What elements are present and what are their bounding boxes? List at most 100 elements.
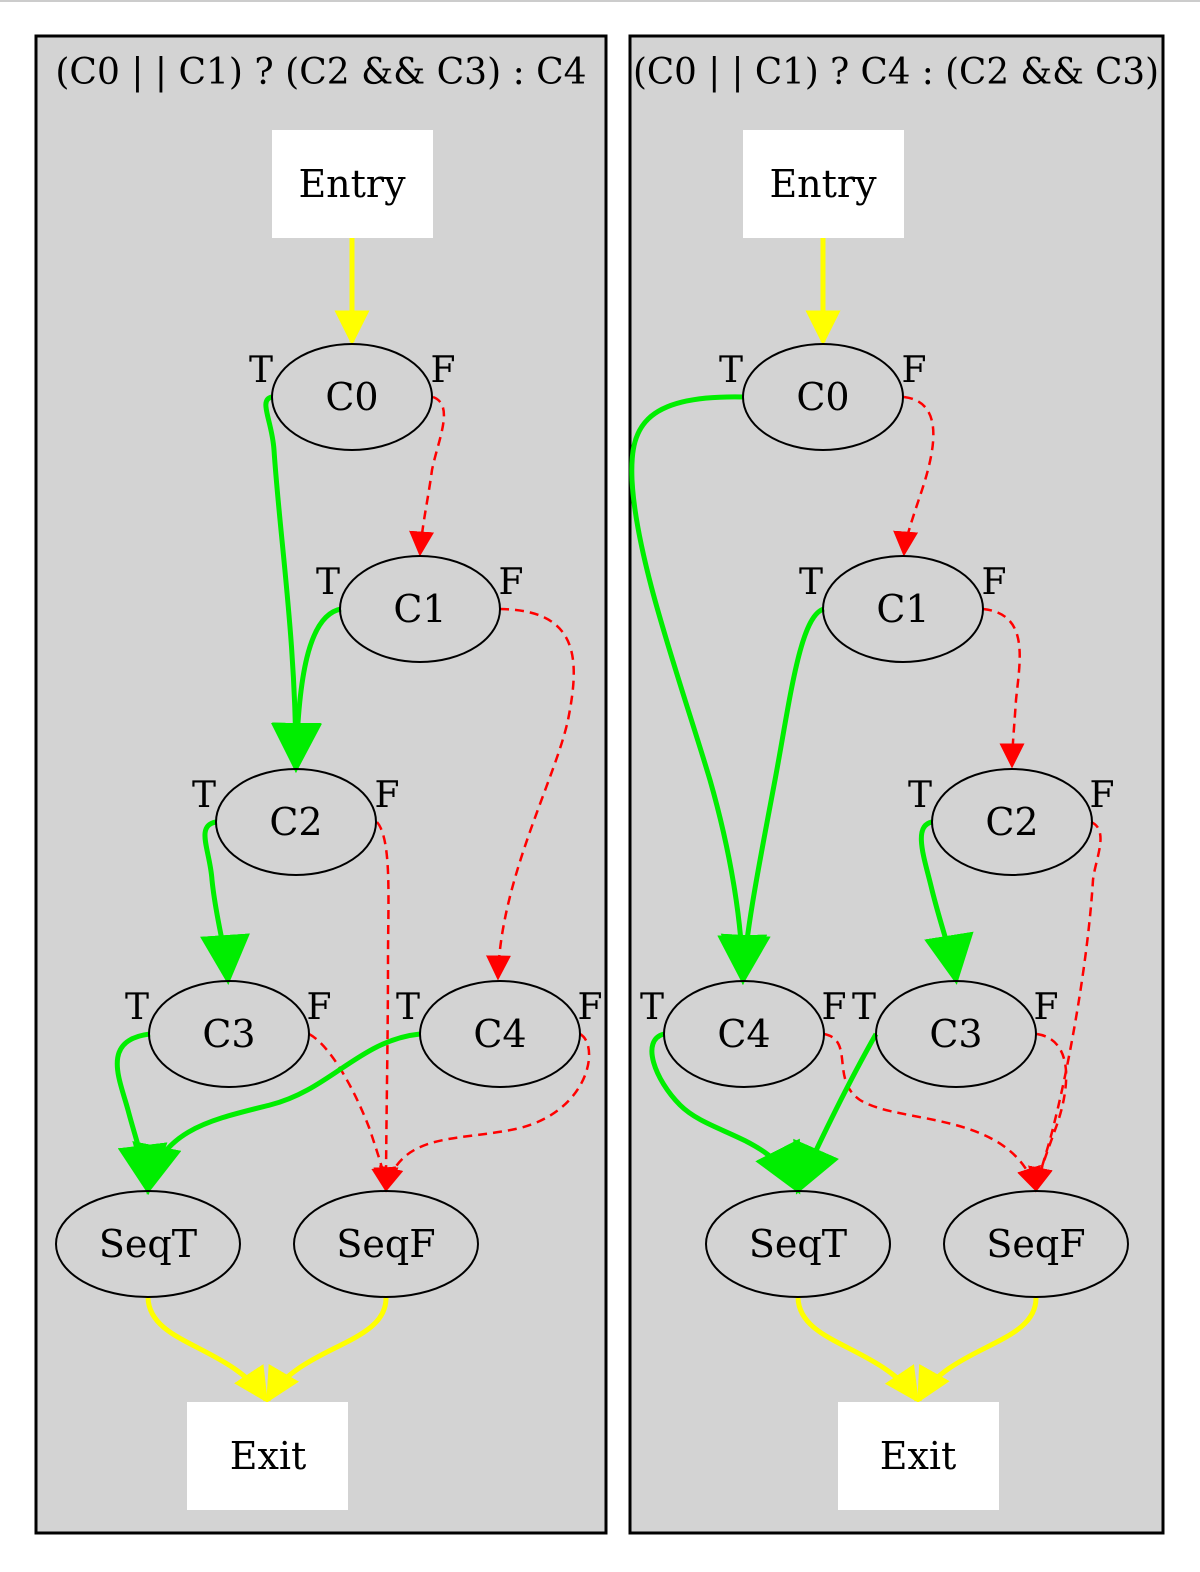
c4-false-port: F [578, 987, 603, 1028]
c1-false-port: F [499, 562, 524, 603]
left-node-entry: Entry [272, 130, 433, 238]
panel-left-title: (C0 | | C1) ? (C2 && C3) : C4 [55, 52, 586, 93]
c3-label: C3 [929, 1012, 982, 1056]
c0-label: C0 [325, 375, 378, 419]
c3-true-port: T [125, 987, 149, 1028]
edge-c2-true-c3 [918, 819, 974, 985]
panel-right: (C0 | | C1) ? C4 : (C2 && C3) Entry C0 T [628, 34, 1165, 1535]
edge-seqf-exit [265, 1297, 389, 1404]
seqt-ellipse [55, 1190, 241, 1298]
edge-c4-false-seqf [378, 1032, 591, 1193]
left-node-c2: C2 T F [192, 768, 400, 876]
c4-true-port: T [640, 987, 664, 1028]
edge-c0-false-c1 [893, 395, 935, 557]
entry-box [743, 130, 904, 238]
c0-ellipse [742, 343, 904, 451]
edge-c1-false-c2 [982, 607, 1025, 769]
c3-true-port: T [852, 987, 876, 1028]
c1-label: C1 [876, 587, 929, 631]
c1-ellipse [339, 555, 501, 663]
edge-c1-true-c4 [720, 606, 826, 985]
seqf-ellipse [943, 1190, 1129, 1298]
left-node-c0: C0 T F [249, 343, 456, 451]
c0-true-port: T [249, 350, 273, 391]
right-node-seqf: SeqF [943, 1190, 1129, 1298]
left-node-c3: C3 T F [125, 980, 332, 1088]
seqt-label: SeqT [749, 1222, 847, 1266]
edge-c3-false-seqf [1028, 1032, 1068, 1193]
c4-true-port: T [396, 987, 420, 1028]
edge-c4-true-seqt [649, 1031, 801, 1195]
seqt-ellipse [705, 1190, 891, 1298]
c0-label: C0 [796, 375, 849, 419]
c3-false-port: F [1034, 987, 1059, 1028]
c1-label: C1 [393, 587, 446, 631]
seqf-ellipse [293, 1190, 479, 1298]
c2-ellipse [215, 768, 377, 876]
panel-left: (C0 | | C1) ? (C2 && C3) : C4 Entry C0 T [34, 34, 608, 1535]
c3-false-port: F [307, 987, 332, 1028]
panel-right-frame [628, 34, 1165, 1535]
c4-false-port: F [822, 987, 847, 1028]
entry-label: Entry [298, 162, 406, 206]
c2-label: C2 [985, 800, 1038, 844]
right-node-entry: Entry [743, 130, 904, 238]
edge-c1-true-c2 [272, 606, 342, 773]
c3-ellipse [875, 980, 1037, 1088]
edge-c2-true-c3 [200, 819, 250, 985]
edge-seqt-exit [795, 1297, 920, 1403]
edge-c3-true-seqt [793, 1032, 879, 1195]
right-node-c4: C4 T F [640, 980, 847, 1088]
entry-label: Entry [769, 162, 877, 206]
c0-false-port: F [431, 350, 456, 391]
c2-false-port: F [1090, 775, 1115, 816]
c0-true-port: T [719, 350, 743, 391]
right-edges [629, 238, 1102, 1404]
c1-true-port: T [799, 562, 823, 603]
right-node-seqt: SeqT [705, 1190, 891, 1298]
seqf-label: SeqF [986, 1222, 1085, 1266]
c0-false-port: F [902, 350, 927, 391]
edge-c0-true-c2 [263, 394, 321, 773]
right-node-exit: Exit [838, 1402, 999, 1510]
edge-c4-false-seqf [823, 1032, 1041, 1193]
edge-seqt-exit [145, 1297, 269, 1403]
c4-ellipse [663, 980, 825, 1088]
left-node-seqf: SeqF [293, 1190, 479, 1298]
c1-ellipse [822, 555, 984, 663]
left-node-c1: C1 T F [316, 555, 524, 663]
c3-ellipse [148, 980, 310, 1088]
c1-false-port: F [982, 562, 1007, 603]
left-node-seqt: SeqT [55, 1190, 241, 1298]
seqf-label: SeqF [336, 1222, 435, 1266]
left-node-exit: Exit [187, 1402, 348, 1510]
c0-ellipse [271, 343, 433, 451]
c2-true-port: T [192, 775, 216, 816]
exit-label: Exit [230, 1434, 307, 1478]
c1-true-port: T [316, 562, 340, 603]
c2-false-port: F [375, 775, 400, 816]
c4-label: C4 [473, 1012, 526, 1056]
exit-box [187, 1402, 348, 1510]
edge-c1-false-c4 [485, 607, 576, 981]
right-node-c1: C1 T F [799, 555, 1007, 663]
right-node-c0: C0 T F [719, 343, 927, 451]
edge-c2-false-seqf [373, 821, 399, 1193]
left-edges [114, 238, 591, 1404]
seqt-label: SeqT [99, 1222, 197, 1266]
panel-left-frame [34, 34, 608, 1535]
c3-label: C3 [202, 1012, 255, 1056]
right-node-c2: C2 T F [908, 768, 1115, 876]
c4-ellipse [419, 980, 581, 1088]
panel-right-title: (C0 | | C1) ? C4 : (C2 && C3) [633, 52, 1159, 93]
right-node-c3: C3 T F [852, 980, 1059, 1088]
c2-label: C2 [269, 800, 322, 844]
edge-c0-true-c4 [629, 394, 768, 985]
exit-label: Exit [880, 1434, 957, 1478]
c2-ellipse [931, 768, 1093, 876]
entry-box [272, 130, 433, 238]
exit-box [838, 1402, 999, 1510]
edge-c4-true-seqt [132, 1031, 421, 1195]
c2-true-port: T [908, 775, 932, 816]
